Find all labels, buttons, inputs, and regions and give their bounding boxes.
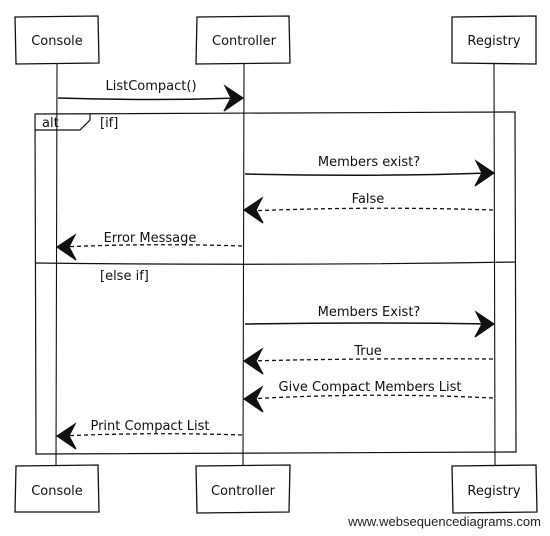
message-list-compact: ListCompact() [57, 79, 245, 112]
message-members-exist-label: Members exist? [318, 155, 420, 170]
message-false: False [242, 192, 494, 224]
actor-controller-bottom-label: Controller [211, 484, 276, 499]
actor-registry-top: Registry [451, 15, 537, 65]
actor-controller-top-label: Controller [212, 34, 277, 49]
message-give-compact-label: Give Compact Members List [279, 380, 462, 395]
alt-frame: alt [if] [else if] [34, 111, 517, 455]
message-list-compact-label: ListCompact() [105, 79, 196, 94]
actor-registry-bottom: Registry [451, 464, 538, 514]
message-error-label: Error Message [104, 231, 197, 246]
message-true: True [242, 344, 494, 375]
alt-divider [35, 261, 517, 265]
message-false-label: False [352, 192, 385, 207]
watermark: www.websequencediagrams.com [347, 514, 541, 529]
message-error: Error Message [55, 231, 243, 261]
message-true-label: True [353, 344, 382, 359]
actor-registry-bottom-label: Registry [467, 484, 521, 499]
alt-guard-if: [if] [100, 116, 118, 131]
actor-registry-top-label: Registry [467, 34, 521, 49]
actor-controller-top: Controller [195, 15, 291, 65]
message-print-compact-label: Print Compact List [90, 419, 209, 434]
message-give-compact: Give Compact Members List [242, 380, 494, 413]
message-print-compact: Print Compact List [55, 419, 243, 450]
message-members-exist-2-label: Members Exist? [318, 305, 421, 320]
actor-controller-bottom: Controller [195, 464, 291, 514]
console-lifeline [55, 63, 58, 466]
actor-console-bottom-label: Console [31, 484, 83, 499]
actor-console-top-label: Console [31, 34, 83, 49]
actor-console-top: Console [14, 15, 100, 65]
alt-guard-else-if: [else if] [100, 269, 149, 284]
message-members-exist-2: Members Exist? [244, 305, 496, 338]
alt-label: alt [42, 116, 59, 131]
message-members-exist: Members exist? [244, 155, 496, 187]
actor-console-bottom: Console [14, 464, 100, 513]
registry-lifeline [493, 63, 496, 466]
